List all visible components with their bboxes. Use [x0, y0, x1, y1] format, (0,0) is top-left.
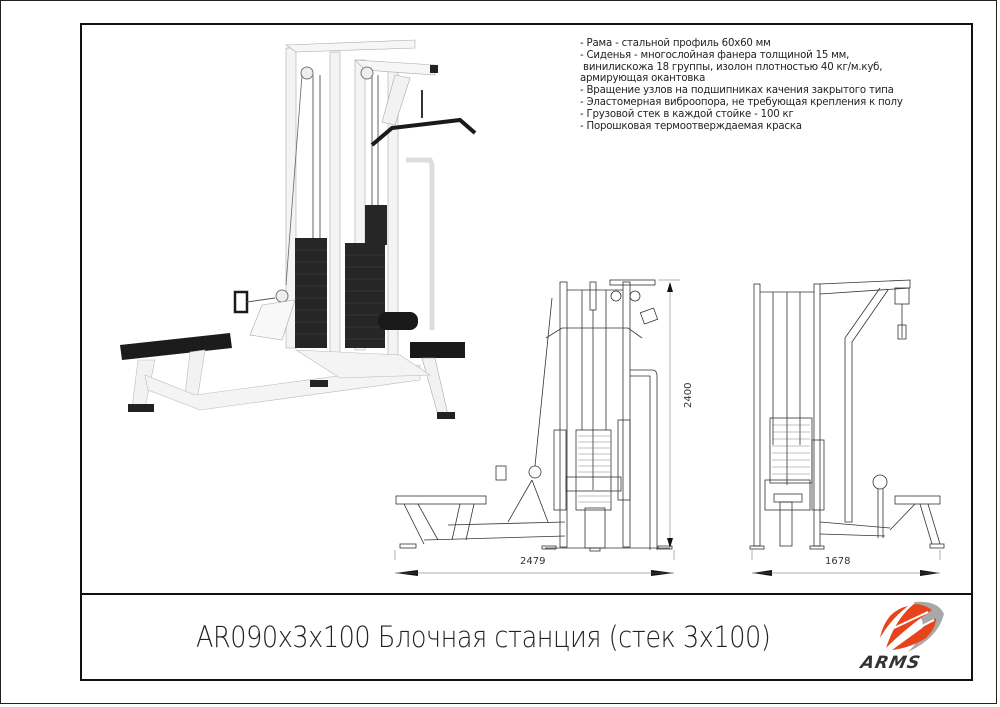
- spec-line: - Рама - стальной профиль 60x60 мм: [580, 38, 771, 49]
- front-view-drawing: [394, 279, 680, 560]
- spec-line: - Порошковая термоотверждаемая краска: [580, 120, 802, 132]
- spec-line: винилискожа 18 группы, изолон плотностью…: [580, 61, 883, 73]
- spec-line: - Вращение узлов на подшипниках качения …: [580, 85, 894, 97]
- spec-line: армирующая окантовка: [580, 73, 706, 85]
- brand-name: ARMS: [858, 653, 923, 673]
- title-block-divider: [80, 593, 973, 595]
- spec-line: - Сиденья - многослойная фанера толщиной…: [580, 49, 850, 61]
- equipment-3d-render: [120, 39, 477, 419]
- dimension-height: 2400: [683, 382, 694, 408]
- document-title: AR090x3x100 Блочная станция (стек 3x100): [196, 620, 771, 654]
- dimension-side-width: 1678: [825, 556, 851, 567]
- drawing-frame: [80, 23, 973, 681]
- specifications-list: - Рама - стальной профиль 60x60 мм - Сид…: [580, 38, 970, 132]
- dimension-front-width: 2479: [520, 556, 546, 567]
- brand-logo: ARMS: [856, 598, 956, 676]
- side-view-drawing: [749, 279, 945, 560]
- spec-line: - Грузовой стек в каждой стойке - 100 кг: [580, 108, 794, 120]
- spec-line: - Эластомерная виброопора, не требующая …: [580, 96, 903, 108]
- arms-swoosh-icon: [880, 601, 944, 652]
